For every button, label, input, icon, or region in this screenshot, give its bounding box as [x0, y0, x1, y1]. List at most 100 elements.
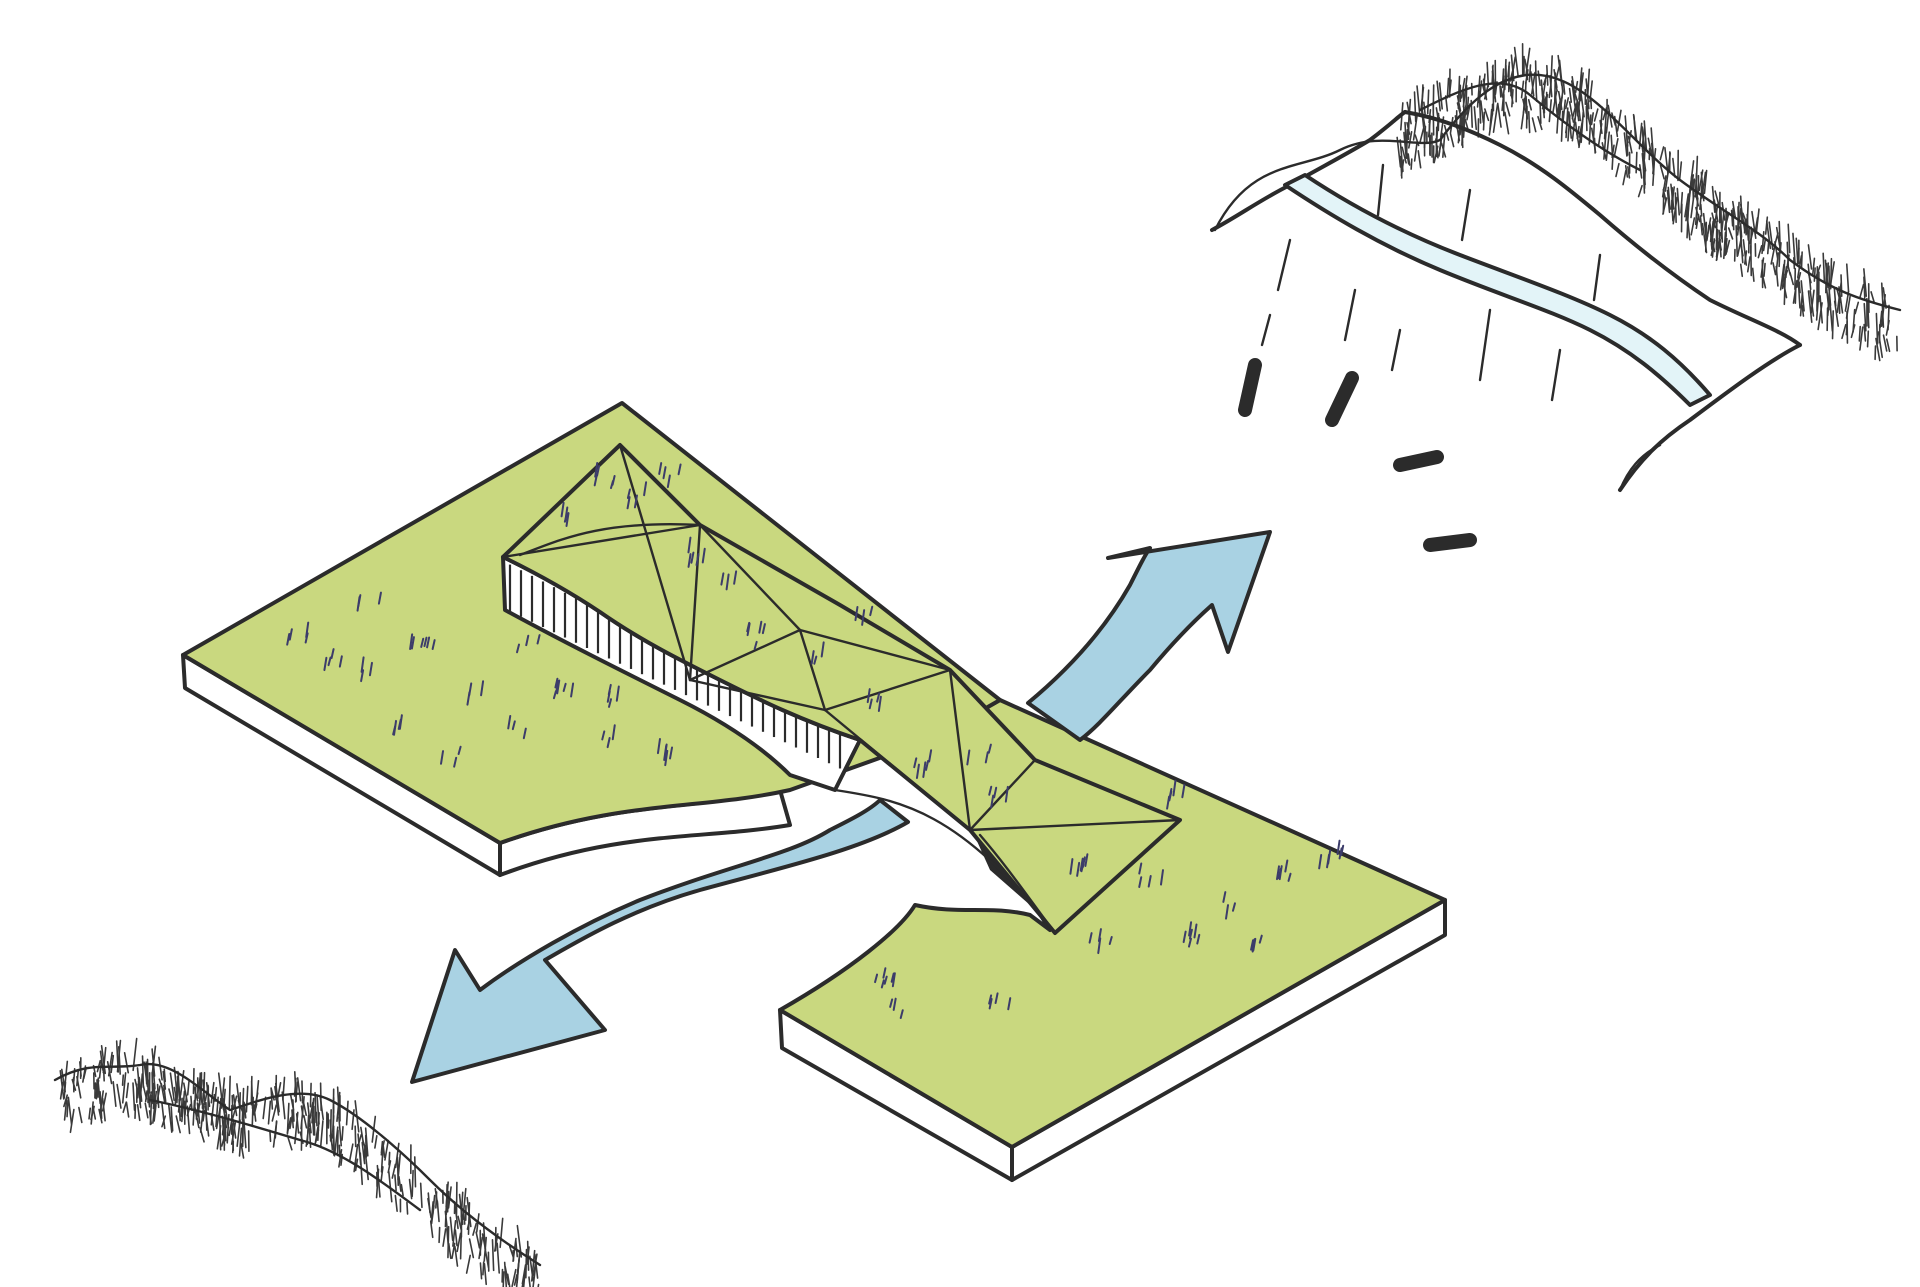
shrub-stroke: [253, 1103, 258, 1116]
shrub-stroke: [446, 1190, 450, 1213]
shrub-stroke: [168, 1088, 174, 1105]
grass-tick: [1076, 861, 1081, 877]
shrub-stroke: [1513, 46, 1519, 77]
shrub-stroke: [230, 1122, 237, 1145]
shrub-stroke: [274, 1086, 280, 1116]
shrub-stroke: [1592, 123, 1596, 138]
shrub-stroke: [1456, 102, 1462, 116]
shrub-stroke: [100, 1045, 107, 1075]
grass-tick: [1196, 933, 1201, 945]
shrub-stroke: [1473, 106, 1478, 131]
shrub-stroke: [98, 1061, 103, 1079]
grass-tick: [554, 677, 559, 689]
grass-tick: [658, 462, 663, 475]
grass-tick: [988, 994, 993, 1005]
shrub-stroke: [522, 1277, 526, 1287]
shrub-stroke: [380, 1140, 384, 1154]
shrub-stroke: [1429, 134, 1432, 156]
shrub-stroke: [1666, 189, 1671, 214]
shrub-stroke: [331, 1106, 335, 1139]
grass-tick: [643, 481, 648, 497]
shrub-stroke: [153, 1104, 157, 1122]
grass-tick: [993, 786, 998, 799]
shrub-stroke: [1711, 238, 1716, 253]
grass-tick: [409, 633, 414, 650]
shrub-stroke: [1504, 111, 1510, 135]
grass-tick: [360, 669, 365, 683]
grass-tick: [925, 760, 930, 771]
shrub-stroke: [1524, 81, 1527, 111]
shrub-stroke: [1833, 286, 1837, 307]
shrub-stroke: [329, 1134, 334, 1148]
shrub-stroke: [391, 1163, 397, 1179]
shrub-stroke: [1577, 95, 1581, 112]
shrub-stroke: [516, 1249, 521, 1284]
shrub-stroke: [1436, 80, 1441, 112]
shrub-stroke: [1859, 326, 1864, 351]
shrub-stroke: [296, 1077, 302, 1102]
shrub-stroke: [141, 1055, 145, 1088]
shrub-stroke: [1746, 213, 1749, 226]
shrub-stroke: [170, 1106, 174, 1132]
grass-tick: [480, 680, 485, 697]
shrub-stroke: [1783, 285, 1788, 299]
shrub-stroke: [1792, 279, 1798, 304]
grass-tick: [1326, 853, 1331, 869]
shrub-stroke: [438, 1226, 441, 1244]
shrub-stroke: [1813, 267, 1816, 282]
shrub-stroke: [1863, 302, 1867, 332]
shrub-stroke: [1807, 290, 1813, 323]
shrub-stroke: [163, 1068, 167, 1083]
shrub-stroke: [267, 1100, 272, 1125]
grass-tick: [368, 661, 373, 677]
shrub-stroke: [1811, 257, 1816, 277]
shrub-stroke: [1410, 158, 1413, 170]
shrub-stroke: [132, 1082, 136, 1111]
grass-tick: [397, 718, 402, 730]
grass-tick: [453, 756, 458, 768]
grass-tick: [611, 475, 616, 486]
grass-tick: [286, 633, 291, 646]
shrub-stroke: [1742, 212, 1748, 225]
far-hill-vegetation: [1396, 42, 1898, 362]
shrub-stroke: [274, 1120, 278, 1139]
grass-tick: [410, 636, 415, 650]
shrub-stroke: [451, 1242, 456, 1260]
grass-tick: [511, 720, 516, 731]
grass-tick: [626, 496, 631, 510]
shrub-stroke: [1822, 252, 1826, 282]
grass-tick: [327, 656, 332, 667]
shrub-stroke: [121, 1074, 125, 1086]
shrub-stroke: [76, 1075, 82, 1099]
shrub-stroke: [1731, 200, 1737, 219]
shrub-stroke: [1492, 103, 1499, 133]
grass-tick: [626, 488, 631, 500]
shrub-stroke: [360, 1126, 365, 1145]
shrub-stroke: [357, 1133, 362, 1166]
grass-tick: [596, 465, 601, 477]
shrub-stroke: [312, 1105, 316, 1136]
shrub-stroke: [1527, 98, 1533, 111]
shrub-stroke: [478, 1236, 484, 1260]
shrub-stroke: [1622, 169, 1627, 186]
shrub-stroke: [1807, 263, 1812, 291]
shrub-stroke: [1739, 223, 1743, 238]
shrub-stroke: [1718, 237, 1723, 251]
shrub-stroke: [338, 1116, 343, 1147]
grass-tick: [1138, 876, 1143, 888]
shrub-stroke: [1562, 99, 1567, 124]
shrub-stroke: [287, 1137, 293, 1151]
shrub-stroke: [1762, 237, 1767, 252]
shrub-stroke: [1766, 241, 1770, 255]
shrub-stroke: [457, 1215, 463, 1231]
shrub-stroke: [69, 1108, 75, 1134]
shrub-stroke: [1573, 91, 1580, 106]
flow-arrow-down-left: [410, 798, 910, 1084]
grass-tick: [988, 785, 993, 796]
shrub-stroke: [1557, 96, 1563, 116]
shrub-stroke: [144, 1102, 149, 1119]
shrub-stroke: [1695, 179, 1699, 198]
shrub-stroke: [1799, 291, 1804, 317]
shrub-stroke: [1704, 221, 1708, 253]
